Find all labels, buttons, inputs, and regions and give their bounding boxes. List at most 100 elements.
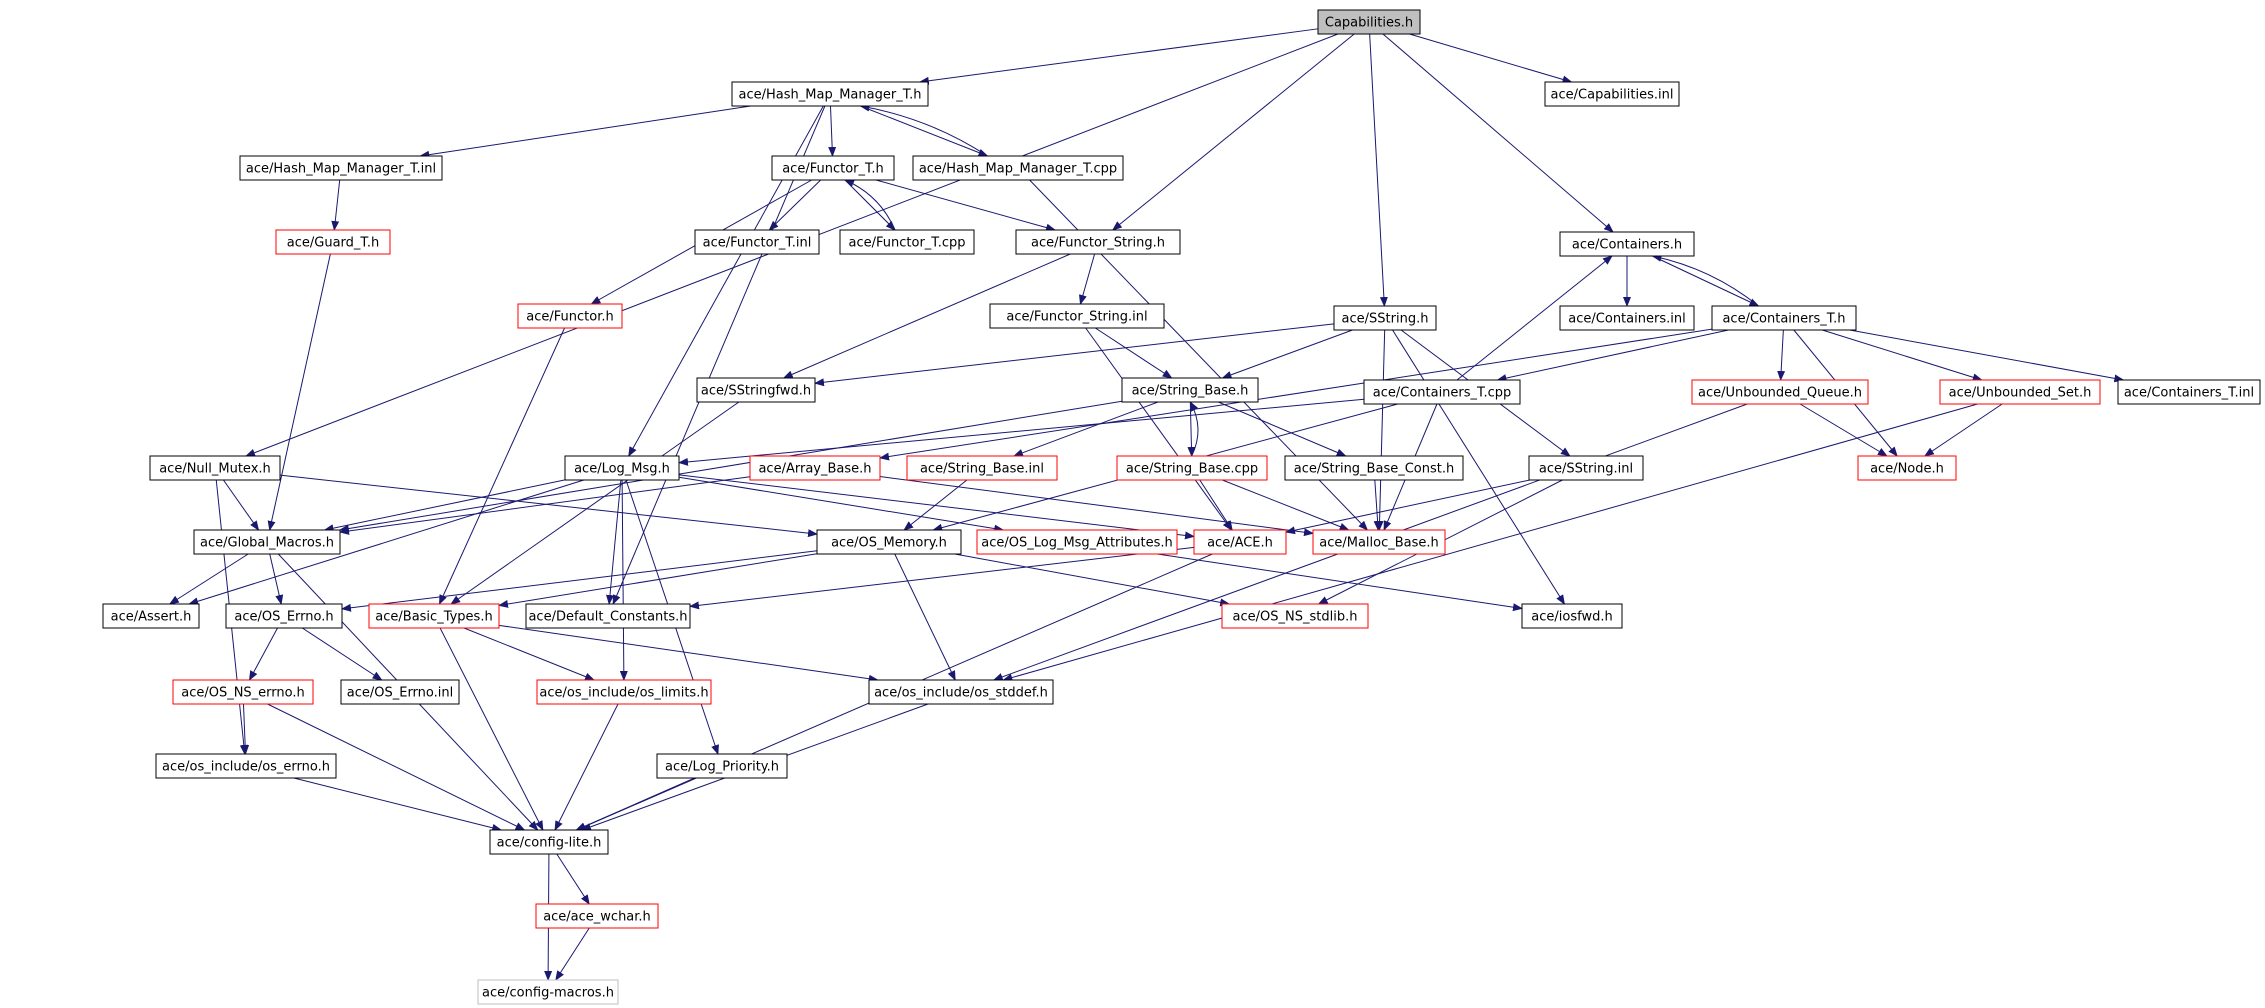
node-iosfwd-h[interactable]: ace/iosfwd.h	[1521, 603, 1623, 629]
node-string-base-inl[interactable]: ace/String_Base.inl	[906, 455, 1058, 481]
node-os-log-msg-attributes-h[interactable]: ace/OS_Log_Msg_Attributes.h	[976, 529, 1178, 555]
node-label: ace/Containers_T.cpp	[1373, 386, 1511, 401]
node-containers-t-h[interactable]: ace/Containers_T.h	[1711, 305, 1857, 331]
node-string-base-const-h[interactable]: ace/String_Base_Const.h	[1284, 455, 1464, 481]
node-node-h[interactable]: ace/Node.h	[1857, 455, 1957, 481]
node-box	[1221, 603, 1369, 629]
node-box	[1528, 455, 1644, 481]
node-functor-t-inl[interactable]: ace/Functor_T.inl	[694, 229, 820, 255]
node-os-ns-errno-h[interactable]: ace/OS_NS_errno.h	[172, 679, 314, 705]
node-config-macros-h[interactable]: ace/config-macros.h	[477, 979, 619, 1005]
edge-log_msg_h-to-assert_h	[188, 479, 584, 606]
node-hash-map-manager-t-h[interactable]: ace/Hash_Map_Manager_T.h	[731, 81, 929, 107]
edge-os_errno_h-to-os_errno_inl	[302, 627, 383, 681]
node-functor-string-h[interactable]: ace/Functor_String.h	[1015, 229, 1181, 255]
node-label: ace/Null_Mutex.h	[159, 462, 271, 477]
node-containers-t-cpp[interactable]: ace/Containers_T.cpp	[1363, 379, 1521, 405]
node-config-lite-h[interactable]: ace/config-lite.h	[489, 829, 609, 855]
node-log-msg-h[interactable]: ace/Log_Msg.h	[564, 455, 680, 481]
node-log-priority-h[interactable]: ace/Log_Priority.h	[656, 753, 788, 779]
edge-unbounded_set_h-to-os_include_os_stddef_h	[1002, 403, 1978, 682]
node-array-base-h[interactable]: ace/Array_Base.h	[749, 455, 881, 481]
node-box	[489, 829, 609, 855]
node-box	[1544, 81, 1680, 107]
node-null-mutex-h[interactable]: ace/Null_Mutex.h	[149, 455, 281, 481]
node-box	[525, 603, 691, 629]
node-global-macros-h[interactable]: ace/Global_Macros.h	[193, 529, 341, 555]
node-label: ace/SString.h	[1342, 312, 1429, 327]
node-box	[1121, 377, 1259, 403]
node-guard-t-h[interactable]: ace/Guard_T.h	[275, 229, 391, 255]
node-sstringfwd-h[interactable]: ace/SStringfwd.h	[696, 377, 816, 403]
node-label: ace/Global_Macros.h	[200, 536, 334, 551]
edge-log_msg_h-to-ace_h	[678, 474, 1195, 540]
node-capabilities-inl[interactable]: ace/Capabilities.inl	[1544, 81, 1680, 107]
edge-containers_t_h-to-unbounded_queue_h	[1777, 329, 1786, 381]
node-containers-inl[interactable]: ace/Containers.inl	[1559, 305, 1695, 331]
node-assert-h[interactable]: ace/Assert.h	[102, 603, 200, 629]
edge-string_base_cpp-to-malloc_base_h	[1222, 479, 1350, 531]
node-label: ace/Guard_T.h	[287, 236, 379, 251]
node-string-base-h[interactable]: ace/String_Base.h	[1121, 377, 1259, 403]
node-label: ace/String_Base.cpp	[1126, 462, 1258, 477]
edge-capabilities_h-to-sstring_h	[1369, 33, 1388, 307]
node-ace-h[interactable]: ace/ACE.h	[1193, 529, 1287, 555]
edge-hash_map_manager_t_h-to-functor_t_h	[828, 105, 837, 157]
node-hash-map-manager-t-cpp[interactable]: ace/Hash_Map_Manager_T.cpp	[912, 155, 1124, 181]
edge-sstring_h-to-sstringfwd_h	[814, 323, 1335, 387]
edge-os_ns_errno_h-to-os_include_os_errno_h	[241, 703, 250, 755]
node-os-include-os-limits-h[interactable]: ace/os_include/os_limits.h	[536, 679, 712, 705]
node-capabilities-h[interactable]: Capabilities.h	[1317, 9, 1421, 35]
node-functor-h[interactable]: ace/Functor.h	[517, 303, 623, 329]
edge-sstringfwd_h-to-basic_types_h	[450, 401, 740, 605]
edge-functor_t_h-to-functor_string_h	[875, 179, 1056, 232]
node-containers-t-inl[interactable]: ace/Containers_T.inl	[2117, 379, 2261, 405]
node-malloc-base-h[interactable]: ace/Malloc_Base.h	[1312, 529, 1446, 555]
node-unbounded-queue-h[interactable]: ace/Unbounded_Queue.h	[1691, 379, 1869, 405]
edge-containers_t_h-to-containers_t_cpp	[1496, 329, 1729, 383]
edge-basic_types_h-to-os_include_os_limits_h	[463, 627, 595, 681]
node-os-include-os-stddef-h[interactable]: ace/os_include/os_stddef.h	[868, 679, 1054, 705]
node-label: ace/Array_Base.h	[758, 462, 871, 477]
edge-log_msg_h-to-global_macros_h	[323, 479, 566, 533]
edge-os_memory_h-to-os_errno_h	[341, 550, 818, 612]
node-string-base-cpp[interactable]: ace/String_Base.cpp	[1116, 455, 1268, 481]
node-box	[912, 155, 1124, 181]
node-hash-map-manager-t-inl[interactable]: ace/Hash_Map_Manager_T.inl	[239, 155, 443, 181]
node-containers-h[interactable]: ace/Containers.h	[1559, 231, 1695, 257]
edge-containers_t_cpp-to-containers_h	[1456, 255, 1613, 381]
edge-string_base_h-to-string_base_inl	[1013, 401, 1159, 457]
edge-containers_t_h-to-unbounded_set_h	[1822, 329, 1983, 382]
node-os-ns-stdlib-h[interactable]: ace/OS_NS_stdlib.h	[1221, 603, 1369, 629]
edge-functor_t_h-to-functor_t_inl	[768, 179, 822, 231]
node-os-include-os-errno-h[interactable]: ace/os_include/os_errno.h	[155, 753, 337, 779]
edge-os_include_os_limits_h-to-config_lite_h	[554, 703, 619, 831]
node-box	[1559, 231, 1695, 257]
node-label: ace/os_include/os_errno.h	[162, 760, 330, 775]
node-basic-types-h[interactable]: ace/Basic_Types.h	[368, 603, 500, 629]
node-box	[1116, 455, 1268, 481]
node-functor-t-h[interactable]: ace/Functor_T.h	[771, 155, 895, 181]
node-box	[102, 603, 200, 629]
node-os-errno-h[interactable]: ace/OS_Errno.h	[225, 603, 343, 629]
node-os-errno-inl[interactable]: ace/OS_Errno.inl	[340, 679, 460, 705]
node-label: ace/os_include/os_stddef.h	[874, 686, 1048, 701]
node-box	[771, 155, 895, 181]
node-box	[155, 753, 337, 779]
node-box	[1691, 379, 1869, 405]
node-ace-wchar-h[interactable]: ace/ace_wchar.h	[535, 903, 659, 929]
node-os-memory-h[interactable]: ace/OS_Memory.h	[816, 529, 962, 555]
node-default-constants-h[interactable]: ace/Default_Constants.h	[525, 603, 691, 629]
node-unbounded-set-h[interactable]: ace/Unbounded_Set.h	[1939, 379, 2101, 405]
edge-containers_t_h-to-array_base_h	[879, 328, 1713, 461]
node-functor-t-cpp[interactable]: ace/Functor_T.cpp	[839, 229, 975, 255]
node-functor-string-inl[interactable]: ace/Functor_String.inl	[989, 303, 1165, 329]
edge-string_base_const_h-to-malloc_base_h	[1373, 479, 1382, 531]
node-label: ace/SStringfwd.h	[701, 384, 811, 399]
node-box	[193, 529, 341, 555]
node-label: ace/Default_Constants.h	[528, 610, 687, 625]
node-label: ace/Log_Msg.h	[574, 462, 670, 477]
node-sstring-inl[interactable]: ace/SString.inl	[1528, 455, 1644, 481]
edge-hash_map_manager_t_h-to-default_constants_h	[612, 105, 826, 605]
node-sstring-h[interactable]: ace/SString.h	[1333, 305, 1437, 331]
